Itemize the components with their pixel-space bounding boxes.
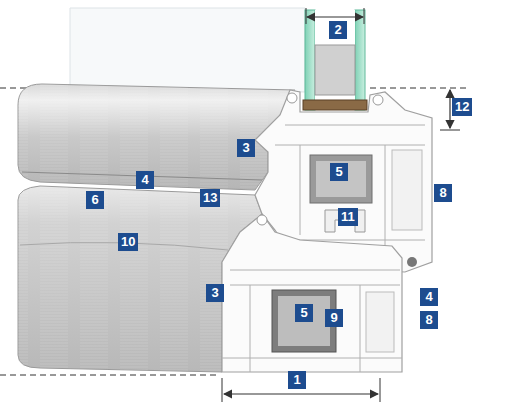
callout-number: 11 (338, 208, 358, 226)
callout-number: 4 (136, 171, 154, 189)
callout-number: 3 (206, 284, 224, 302)
callout-number: 13 (200, 189, 220, 207)
callout-number: 12 (452, 98, 472, 116)
callout-number: 3 (237, 139, 255, 157)
callout-number: 1 (288, 371, 306, 389)
callout-number: 5 (330, 163, 348, 181)
callout-number: 8 (434, 184, 452, 202)
callout-number: 9 (325, 309, 343, 327)
callout-number: 5 (295, 304, 313, 322)
callout-number: 4 (420, 288, 438, 306)
callout-number: 8 (420, 311, 438, 329)
callout-number: 6 (86, 191, 104, 209)
callout-number: 2 (329, 21, 347, 39)
callout-number: 10 (118, 233, 138, 251)
